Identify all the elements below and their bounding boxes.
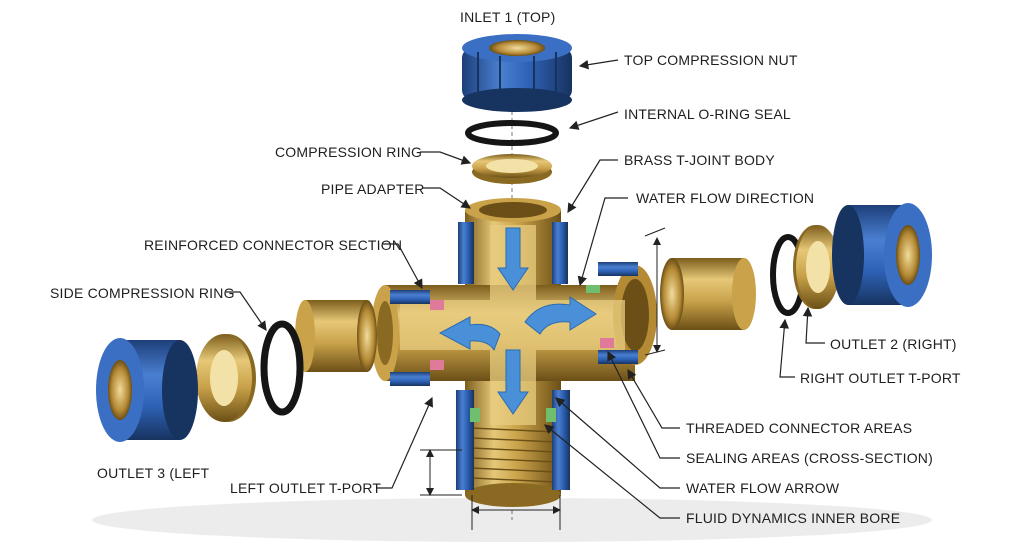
label-right-outlet-t-port: RIGHT OUTLET T-PORT	[800, 370, 961, 386]
label-compression-ring: COMPRESSION RING	[275, 144, 423, 160]
label-brass-t-joint-body: BRASS T-JOINT BODY	[624, 152, 775, 168]
label-threaded-connector-areas: THREADED CONNECTOR AREAS	[686, 420, 913, 436]
label-top-compression-nut: TOP COMPRESSION NUT	[624, 52, 798, 68]
water-flow-arrows	[438, 227, 597, 415]
top-compression-nut	[462, 34, 572, 112]
top-compression-ring	[472, 154, 552, 184]
leader-lines	[226, 59, 825, 519]
left-compression-nut	[96, 338, 198, 442]
left-o-ring	[260, 320, 304, 416]
top-o-ring	[465, 120, 559, 146]
label-left-outlet-t-port: LEFT OUTLET T-PORT	[230, 480, 382, 496]
label-sealing-areas: SEALING AREAS (CROSS-SECTION)	[686, 450, 933, 466]
right-compression-ring	[793, 225, 840, 309]
brass-t-joint-body	[371, 198, 657, 507]
label-side-compression-ring: SIDE COMPRESSION RING	[50, 285, 235, 301]
right-pipe-adapter	[660, 258, 756, 330]
dimension-lines	[420, 227, 666, 530]
label-outlet-2-right: OUTLET 2 (RIGHT)	[830, 336, 957, 352]
label-inlet-top: INLET 1 (TOP)	[460, 9, 556, 25]
left-pipe-adapter	[295, 300, 377, 372]
label-water-flow-direction: WATER FLOW DIRECTION	[636, 190, 815, 206]
label-internal-o-ring-seal: INTERNAL O-RING SEAL	[624, 106, 791, 122]
label-reinforced-connector-section: REINFORCED CONNECTOR SECTION	[144, 237, 403, 253]
right-compression-nut	[832, 203, 932, 307]
label-fluid-dynamics-inner-bore: FLUID DYNAMICS INNER BORE	[686, 510, 901, 526]
left-compression-ring	[196, 334, 256, 422]
label-water-flow-arrow: WATER FLOW ARROW	[686, 480, 840, 496]
label-outlet-3-left: OUTLET 3 (LEFT	[97, 465, 210, 481]
label-pipe-adapter: PIPE ADAPTER	[321, 181, 425, 197]
